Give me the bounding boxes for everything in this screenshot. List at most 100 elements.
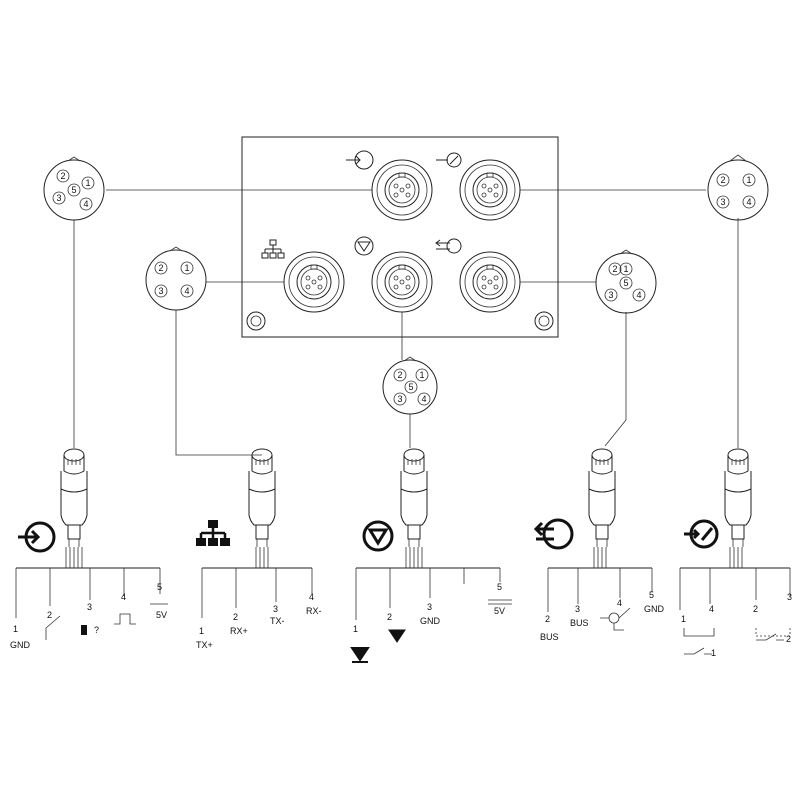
switch-nc-icon	[756, 633, 784, 641]
pin-circle	[393, 392, 407, 406]
wires-sensor	[679, 547, 791, 655]
pinout-power	[43, 156, 105, 221]
pin-circle	[56, 169, 70, 183]
pin-number: 4	[746, 197, 751, 207]
wire-labels: 1GND23?455V1TX+2RX+3TX-4RX-123GND55V2BUS…	[10, 582, 792, 658]
pin-number: 2	[158, 263, 163, 273]
pinout-bus	[595, 249, 657, 314]
wire-number: 1	[681, 614, 686, 624]
power-input-icon	[18, 521, 56, 553]
wire-label: RX-	[306, 606, 322, 616]
pin-circle	[67, 183, 81, 197]
wire-label: BUS	[540, 632, 559, 642]
pin-circle	[79, 197, 93, 211]
plug-power	[60, 448, 88, 548]
pin-number: 3	[608, 290, 613, 300]
port-bus	[459, 251, 521, 313]
pin-circle	[619, 276, 633, 290]
bus-icon	[533, 518, 574, 550]
wires-valve	[350, 547, 512, 663]
pin-circle	[404, 380, 418, 394]
pin-circle	[52, 191, 66, 205]
pin-number: 1	[419, 370, 424, 380]
port-valve	[371, 251, 433, 313]
output-on-icon	[350, 647, 370, 663]
pin-number: 1	[746, 175, 751, 185]
wire-number: 3	[787, 592, 792, 602]
pin-circle	[180, 261, 194, 275]
wire-number: 4	[617, 598, 622, 608]
sensor-input-icon	[436, 152, 462, 168]
ground-symbol-icon	[81, 625, 87, 635]
pin-number: 4	[421, 394, 426, 404]
port-sensor	[459, 159, 521, 221]
pin-circle	[417, 392, 431, 406]
wire-number: 2	[387, 612, 392, 622]
wire-label: GND	[420, 616, 441, 626]
switch-no-icon	[684, 647, 712, 655]
pin-number: 1	[623, 264, 628, 274]
pinout-sensor	[707, 154, 769, 221]
leader-lines	[73, 189, 739, 456]
wire-label: ?	[94, 625, 99, 635]
wire-number: 5	[157, 582, 162, 592]
pin-number: 2	[612, 264, 617, 274]
port-power	[371, 159, 433, 221]
pin-number: 2	[720, 175, 725, 185]
bus-icon	[435, 238, 462, 254]
output-off-icon	[388, 629, 406, 643]
pin-circle	[716, 195, 730, 209]
wire-number: 1	[13, 624, 18, 634]
wire-number: 4	[121, 592, 126, 602]
network-icon	[196, 520, 230, 546]
wires-power	[15, 547, 168, 640]
wire-number: 4	[709, 604, 714, 614]
bus-sensor-icon	[608, 612, 620, 624]
power-input-icon	[346, 150, 374, 170]
pin-number: 2	[60, 171, 65, 181]
plug-valve	[400, 448, 428, 548]
wires-bus	[547, 547, 653, 631]
wire-number: 1	[353, 624, 358, 634]
wire-number: 2	[545, 614, 550, 624]
pin-circle	[604, 288, 618, 302]
pin-circle	[154, 261, 168, 275]
pin-number: 1	[85, 178, 90, 188]
controller-box	[241, 136, 559, 338]
valve-icon	[362, 520, 394, 552]
pinout-valve	[382, 356, 438, 415]
pin-number: 1	[184, 263, 189, 273]
wires-network	[201, 547, 313, 618]
plug-bus	[588, 448, 616, 548]
pin-circle	[393, 368, 407, 382]
pin-circle	[81, 176, 95, 190]
wire-number: 4	[309, 592, 314, 602]
port-network	[283, 251, 345, 313]
switch-label: 2	[786, 634, 791, 644]
plug-sensor	[724, 448, 752, 548]
pin-number: 4	[636, 290, 641, 300]
wire-number: 3	[87, 602, 92, 612]
pin-circle	[742, 195, 756, 209]
wire-number: 1	[199, 626, 204, 636]
wire-label: 5V	[494, 606, 505, 616]
pin-number: 5	[71, 185, 76, 195]
pin-circle	[415, 368, 429, 382]
wire-number: 3	[575, 604, 580, 614]
plug-network	[248, 448, 276, 548]
wire-label: BUS	[570, 618, 589, 628]
wire-label: GND	[10, 640, 31, 650]
wire-number: 3	[427, 602, 432, 612]
pin-number: 4	[184, 286, 189, 296]
wire-label: TX-	[270, 616, 285, 626]
pin-circle	[608, 262, 622, 276]
wire-number: 5	[649, 590, 654, 600]
wire-number: 2	[233, 612, 238, 622]
wire-number: 2	[47, 610, 52, 620]
pin-circle	[154, 284, 168, 298]
pin-circle	[180, 284, 194, 298]
analog-signal-icon	[45, 615, 61, 640]
wire-label: RX+	[230, 626, 248, 636]
